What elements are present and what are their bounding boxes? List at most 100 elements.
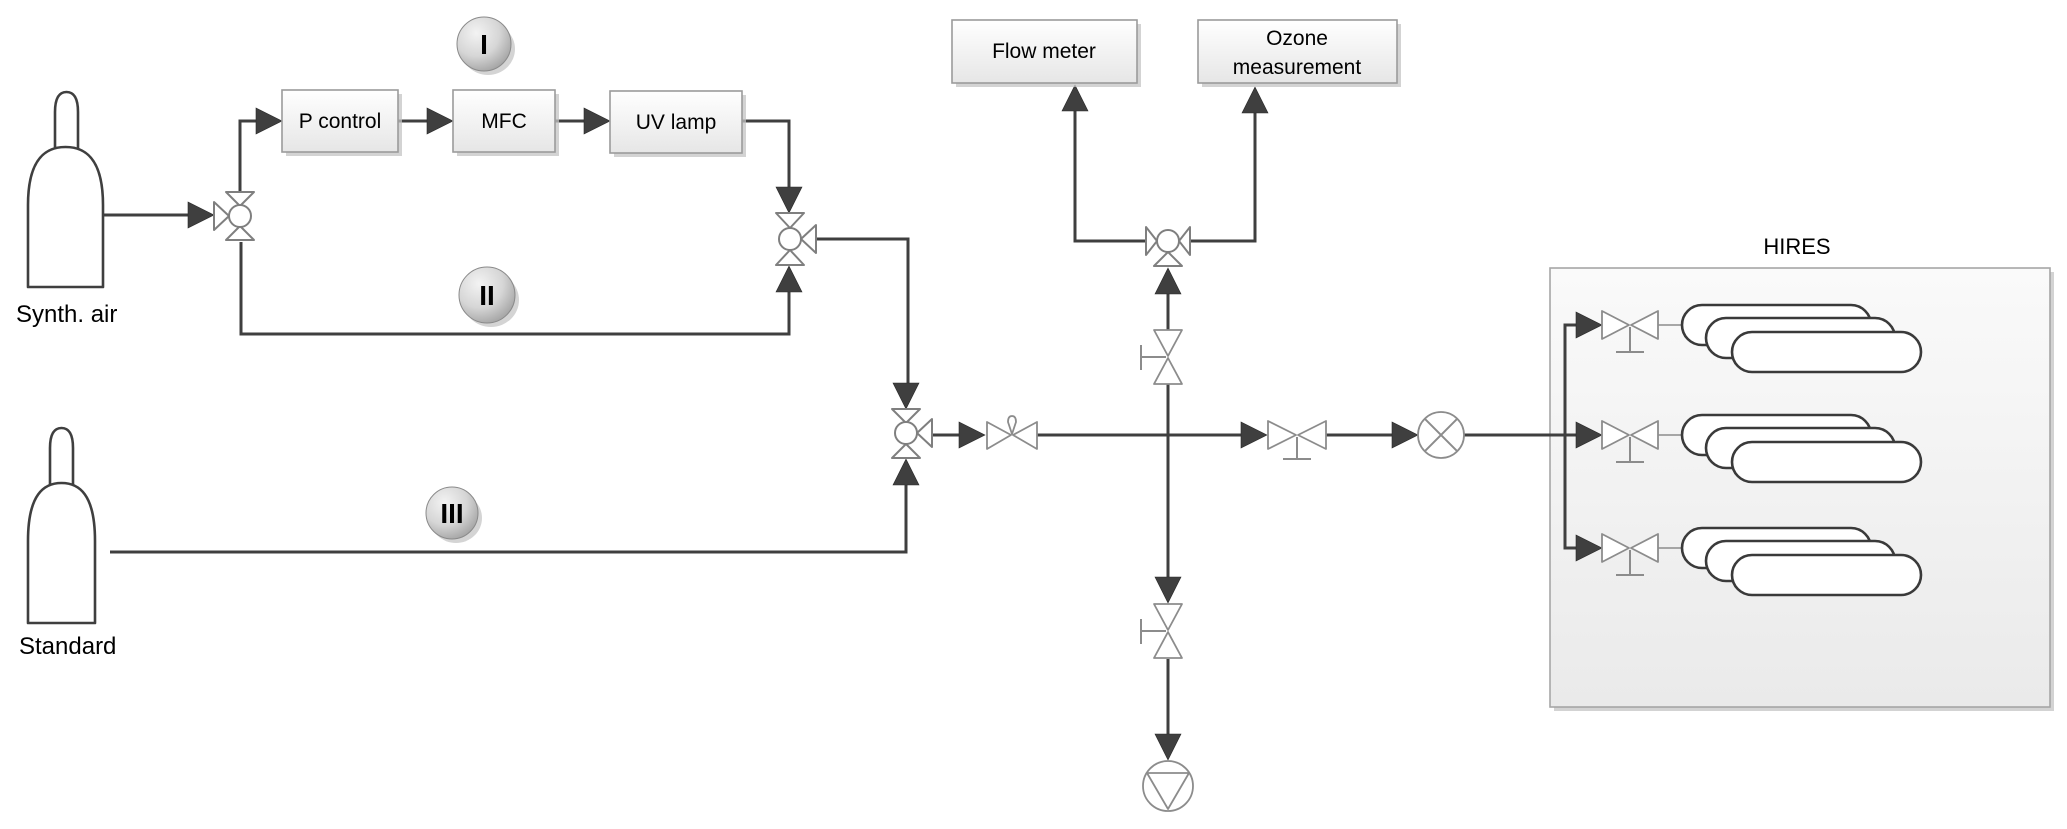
cylinder-body <box>26 145 105 289</box>
valve-port <box>891 443 921 459</box>
gas-cylinder-standard: Standard <box>19 426 116 660</box>
tube-link-lines <box>1658 324 1682 549</box>
box-ozone-measurement: Ozone measurement <box>1197 19 1401 87</box>
box-mfc: MFC <box>452 89 559 156</box>
path-marker-3: III <box>425 486 482 543</box>
flow-arrow-icon <box>583 107 611 135</box>
valve-body <box>778 227 802 251</box>
valve-port <box>800 224 817 254</box>
valve-body <box>228 204 252 228</box>
mixer-cross <box>1423 417 1459 453</box>
cylinder-neck <box>53 90 80 152</box>
valve-port <box>1630 310 1659 340</box>
three-way-valve-merge <box>775 212 817 266</box>
box-uv-lamp: UV lamp <box>609 90 746 157</box>
box-label-line1: Ozone <box>1266 27 1328 50</box>
box-label: UV lamp <box>636 111 717 134</box>
flow-arrow-icon <box>775 265 803 293</box>
valve-port <box>891 408 921 424</box>
marker-label: I <box>480 29 488 60</box>
valve-port <box>775 249 805 266</box>
marker-circle <box>458 266 516 324</box>
cylinder-neck <box>48 426 75 488</box>
flow-arrow-icon <box>775 186 803 214</box>
flow-arrow-icon <box>1154 576 1182 604</box>
valve-port <box>1601 533 1630 563</box>
valve-port <box>916 418 933 448</box>
cylinder-body <box>26 481 97 625</box>
source-label: Standard <box>19 633 116 660</box>
valve-port <box>1153 603 1183 631</box>
flow-arrow-icon <box>1061 84 1089 112</box>
box-p-control: P control <box>281 89 402 156</box>
gas-cylinder-synth-air: Synth. air <box>16 90 117 328</box>
pump-triangle <box>1146 772 1190 810</box>
valve-port <box>1601 420 1630 450</box>
flow-arrow-icon <box>892 382 920 410</box>
valve-port <box>1630 420 1659 450</box>
tube-bundle-row2 <box>1680 413 1923 484</box>
hand-valve-main <box>1267 420 1327 460</box>
flow-arrow-icon <box>958 421 986 449</box>
path-marker-1: I <box>456 16 515 75</box>
valve-port <box>1153 329 1183 357</box>
flow-arrow-icon <box>1241 86 1269 114</box>
tube-bundle-icon <box>1730 330 1923 374</box>
marker-label: II <box>479 280 495 311</box>
path-marker-2: II <box>458 266 519 327</box>
valve-port <box>1153 251 1183 267</box>
flow-arrow-icon <box>1575 421 1603 449</box>
valve-handle <box>1140 619 1166 644</box>
box-label-line2: measurement <box>1233 56 1362 79</box>
crossed-circle-mixer <box>1417 411 1465 459</box>
valve-port <box>213 201 230 231</box>
valve-port <box>225 225 255 241</box>
valve-port <box>986 421 1012 450</box>
flow-arrow-icon <box>1154 733 1182 761</box>
tube-bundle-icon <box>1730 553 1923 597</box>
flow-arrow-icon <box>1240 421 1268 449</box>
hand-valve-vent-upper <box>1140 329 1183 385</box>
box-flow-meter: Flow meter <box>951 19 1141 87</box>
valve-port <box>1153 357 1183 385</box>
valve-handle <box>1616 327 1644 353</box>
valve-port <box>1145 226 1158 256</box>
tube-bundle-icon <box>1730 440 1923 484</box>
marker-circle <box>425 486 479 540</box>
marker-label: III <box>440 498 463 529</box>
box-label: P control <box>299 110 382 133</box>
hires-inlet-valve-row3 <box>1601 533 1659 576</box>
pump <box>1142 760 1194 812</box>
flow-arrow-icon <box>1154 267 1182 295</box>
valve-port <box>1153 631 1183 659</box>
tube-bundle-row3 <box>1680 526 1923 597</box>
valve-port <box>1630 533 1659 563</box>
valve-body <box>1156 229 1180 253</box>
three-way-valve-junction <box>891 408 933 459</box>
valve-handle <box>1283 437 1311 460</box>
needle-stem <box>1007 415 1017 435</box>
hires-inlet-valve-row2 <box>1601 420 1659 463</box>
valve-handle <box>1140 345 1166 370</box>
valve-port <box>775 212 805 229</box>
valve-port <box>1267 420 1297 450</box>
valve-port <box>1601 310 1630 340</box>
hand-valve-vent-lower <box>1140 603 1183 659</box>
flow-arrow-icon <box>426 107 454 135</box>
valve-port <box>225 191 255 207</box>
flow-arrow-icon <box>255 107 283 135</box>
three-way-valve-measurement <box>1145 226 1191 267</box>
valve-body <box>894 421 918 445</box>
valve-port <box>1178 226 1191 256</box>
tube-bundle-row1 <box>1680 303 1923 374</box>
hires-title: HIRES <box>1763 234 1830 259</box>
pipe-lines <box>103 110 1578 736</box>
flow-arrows <box>187 84 1603 761</box>
hires-inlet-valve-row1 <box>1601 310 1659 353</box>
source-label: Synth. air <box>16 301 117 328</box>
valve-port <box>1297 420 1327 450</box>
box-label: MFC <box>481 110 527 133</box>
flow-arrow-icon <box>892 458 920 486</box>
